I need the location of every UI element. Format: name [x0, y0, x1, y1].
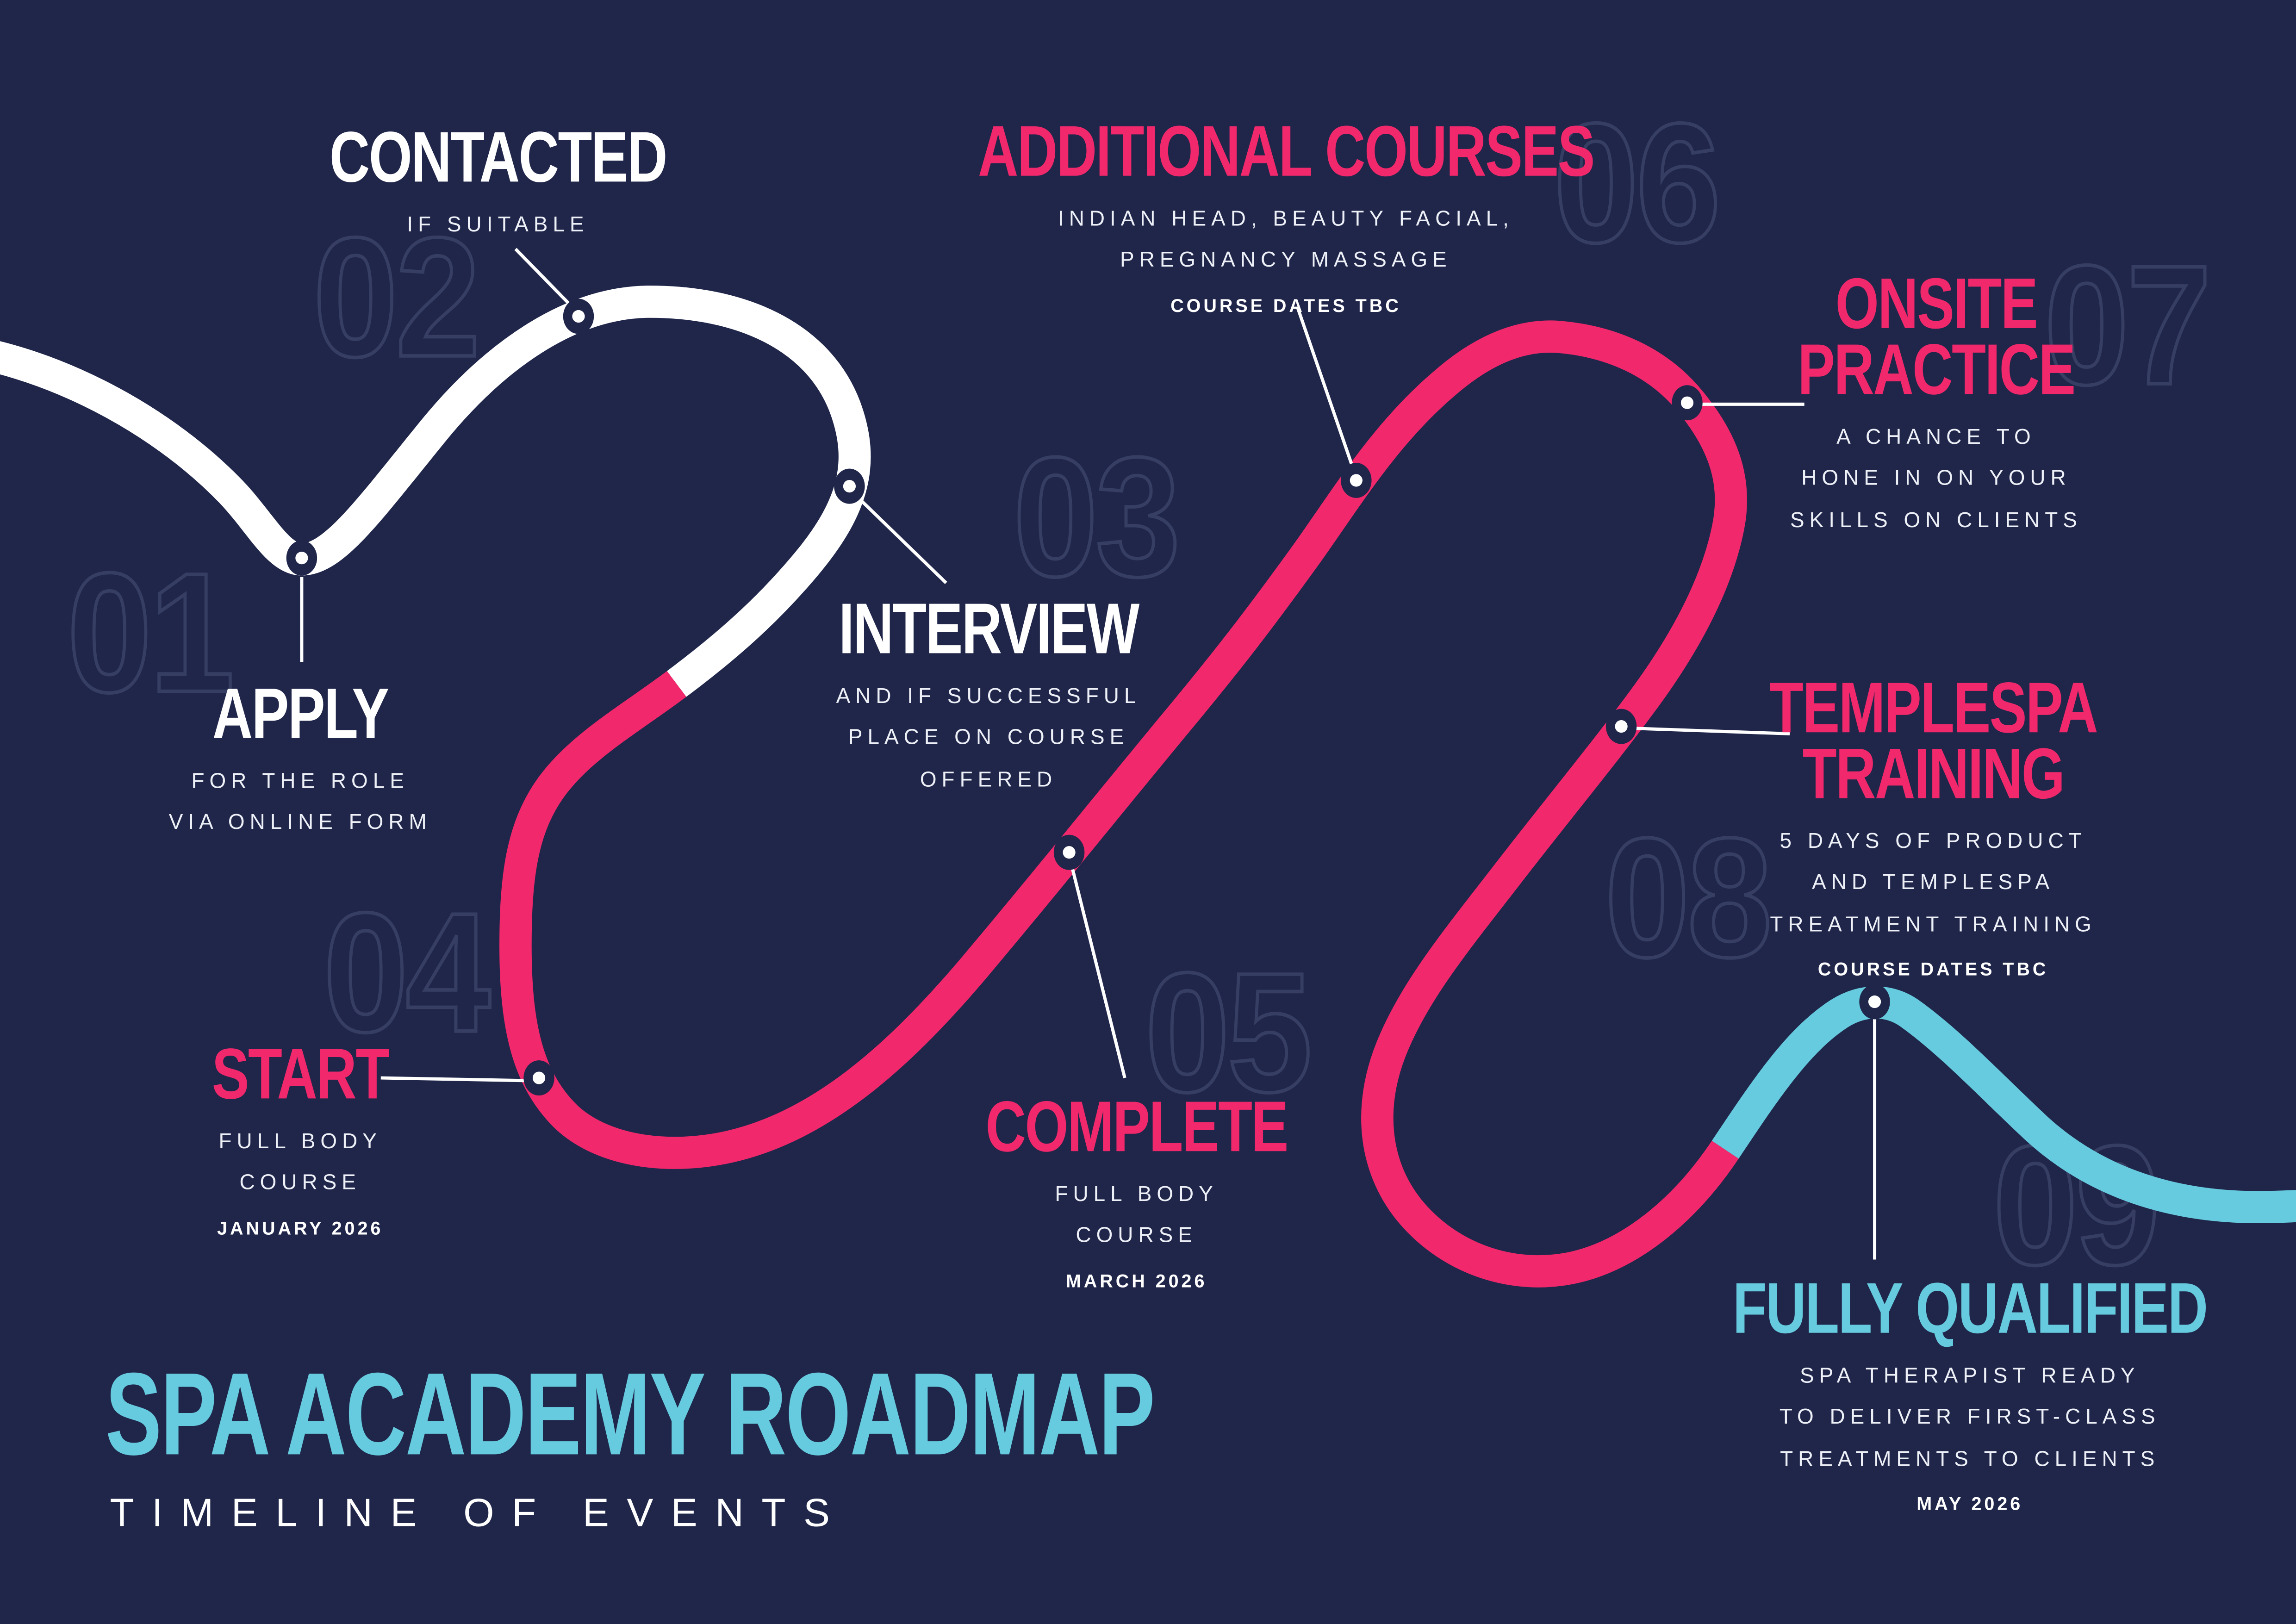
pin-step-01 — [286, 540, 317, 576]
step-block-complete: COMPLETE FULL BODY COURSE MARCH 2026 — [943, 1088, 1330, 1291]
ghost-number-02: 02 — [311, 202, 482, 393]
pin-step-02 — [563, 299, 594, 334]
page-title: SPA ACADEMY ROADMAP — [105, 1349, 1155, 1480]
step-title: ONSITE PRACTICE — [1798, 265, 2076, 411]
ghost-number-03: 03 — [1012, 422, 1182, 612]
step-block-additional-courses: ADDITIONAL COURSES INDIAN HEAD, BEAUTY F… — [891, 112, 1680, 316]
step-description: IF SUITABLE — [407, 214, 589, 237]
step-description: A CHANCE TO HONE IN ON YOUR SKILLS ON CL… — [1790, 426, 2082, 533]
step-description: FULL BODY COURSE — [1055, 1183, 1218, 1249]
connector-step-02 — [514, 248, 580, 315]
pin-step-07 — [1672, 385, 1703, 421]
ghost-number-08: 08 — [1603, 803, 1774, 993]
pin-step-05 — [1053, 834, 1085, 870]
step-description: FOR THE ROLE VIA ONLINE FORM — [168, 770, 432, 835]
step-description: SPA THERAPIST READY TO DELIVER FIRST-CLA… — [1779, 1365, 2160, 1472]
step-title: COMPLETE — [985, 1088, 1289, 1168]
step-date: COURSE DATES TBC — [1817, 959, 2049, 980]
step-title: CONTACTED — [329, 118, 668, 198]
step-block-interview: INTERVIEW AND IF SUCCESSFUL PLACE ON COU… — [796, 590, 1181, 801]
pin-step-03 — [834, 468, 865, 504]
step-title: FULLY QUALIFIED — [1732, 1269, 2208, 1349]
node-pins — [286, 299, 1890, 1096]
road-segment-pink — [499, 320, 1747, 1288]
step-block-templespa-training: TEMPLESPA TRAINING 5 DAYS OF PRODUCT AND… — [1723, 669, 2143, 980]
connector-lines — [300, 248, 1877, 1260]
connector-step-08 — [1621, 726, 1790, 735]
step-block-fully-qualified: FULLY QUALIFIED SPA THERAPIST READY TO D… — [1666, 1269, 2274, 1514]
step-title: INTERVIEW — [839, 590, 1139, 670]
connector-step-04 — [380, 1076, 539, 1083]
step-description: 5 DAYS OF PRODUCT AND TEMPLESPA TREATMEN… — [1770, 830, 2097, 937]
step-date: MARCH 2026 — [1065, 1270, 1207, 1291]
step-title: ADDITIONAL COURSES — [977, 112, 1595, 192]
pin-step-08 — [1605, 709, 1637, 744]
road-segment-white — [0, 286, 871, 697]
ghost-number-04: 04 — [322, 877, 492, 1068]
ghost-number-06: 06 — [1552, 87, 1723, 279]
step-block-onsite-practice: ONSITE PRACTICE A CHANCE TO HONE IN ON Y… — [1759, 265, 2114, 542]
step-block-contacted: CONTACTED IF SUITABLE — [282, 118, 714, 247]
connector-step-06 — [1296, 307, 1358, 478]
step-description: INDIAN HEAD, BEAUTY FACIAL, PREGNANCY MA… — [1058, 208, 1514, 273]
step-date: COURSE DATES TBC — [1170, 295, 1401, 316]
step-title: APPLY — [212, 675, 389, 754]
ghost-number-07: 07 — [2042, 230, 2213, 421]
ghost-number-05: 05 — [1143, 937, 1314, 1128]
step-block-apply: APPLY FOR THE ROLE VIA ONLINE FORM — [168, 675, 432, 845]
connector-step-03 — [848, 488, 947, 584]
step-block-start: START FULL BODY COURSE JANUARY 2026 — [187, 1035, 414, 1238]
connector-step-05 — [1067, 855, 1126, 1078]
step-title: START — [212, 1035, 390, 1115]
step-title: TEMPLESPA TRAINING — [1769, 669, 2098, 815]
step-description: FULL BODY COURSE — [218, 1131, 382, 1196]
page-subtitle: TIMELINE OF EVENTS — [110, 1491, 848, 1535]
pin-step-09 — [1859, 984, 1890, 1020]
pin-step-06 — [1341, 462, 1372, 498]
step-date: MAY 2026 — [1916, 1493, 2023, 1514]
step-description: AND IF SUCCESSFUL PLACE ON COURSE OFFERE… — [836, 685, 1141, 792]
pin-step-04 — [523, 1060, 554, 1096]
ghost-number-01: 01 — [65, 537, 236, 728]
road-segment-cyan — [1711, 986, 2296, 1223]
step-date: JANUARY 2026 — [217, 1218, 384, 1238]
